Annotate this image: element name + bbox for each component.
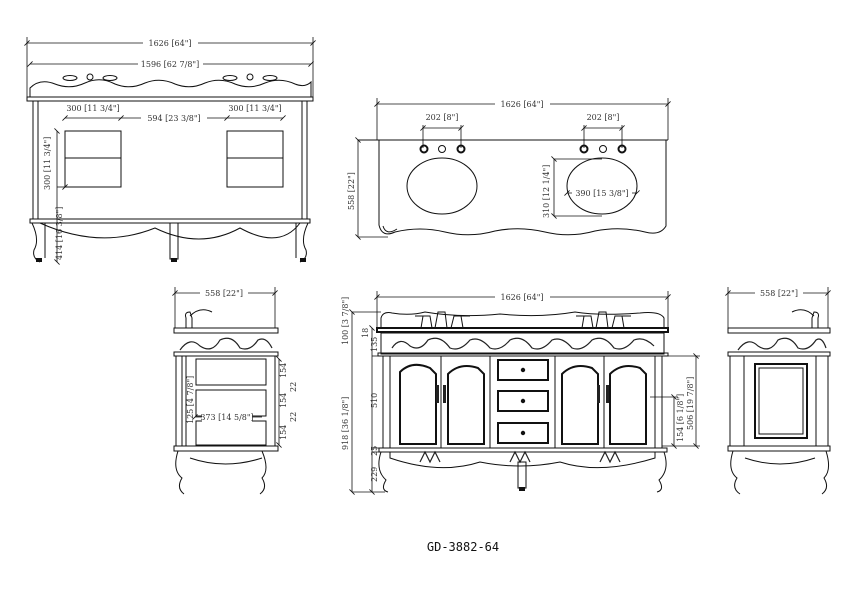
faucet-hole	[456, 144, 466, 154]
door-panel	[447, 365, 485, 445]
drawer-inner-depth-label: 373 [14 5/8"]	[200, 413, 253, 422]
faucet-icon	[791, 309, 819, 328]
door-panel	[609, 365, 647, 445]
sink-depth-label: 310 [12 1/4"]	[542, 165, 551, 218]
overall-width-label: 1626 [64"]	[500, 293, 543, 302]
cutout-width-right-label: 300 [11 3/4"]	[228, 104, 281, 113]
backsplash-height-label: 100 [3 7/8"]	[341, 297, 350, 345]
drawer-height-1-label: 154	[279, 363, 288, 378]
plinth-height-label: 25	[370, 446, 379, 456]
right-side-view: 558 [22"]	[725, 287, 831, 495]
cutout-gap-label: 594 [23 3/8"]	[147, 114, 200, 123]
front-view: 1626 [64"] 918 [36 1/8"]	[341, 291, 700, 495]
door-panel	[754, 363, 808, 439]
plumbing-cutout-left	[64, 130, 122, 188]
drawer-gap-1-label: 22	[289, 382, 298, 392]
drawer-knob	[520, 398, 526, 404]
sink-width-label: 390 [15 3/8"]	[575, 189, 628, 198]
faucet-hole	[579, 144, 589, 154]
carved-apron	[391, 337, 655, 350]
plumbing-cutout-right	[226, 130, 284, 188]
model-code: GD-3882-64	[427, 540, 499, 554]
top-view: 1626 [64"] 202 [8"] 202 [8"] 310 [12 1/4…	[347, 98, 671, 240]
faucet-spread-right-label: 202 [8"]	[587, 113, 620, 122]
faucet-left	[415, 311, 470, 329]
shelf-height-label: 154 [6 1/8"]	[676, 394, 685, 442]
drawer-knob	[520, 367, 526, 373]
door-handle	[606, 385, 609, 403]
sink-right	[566, 157, 638, 215]
drawer-height-2-label: 154	[279, 393, 288, 408]
drawer	[195, 358, 267, 386]
left-side-view: 558 [22"] 154 22 154 22 154 373 [14 5/8"…	[172, 287, 298, 495]
overall-height-label: 918 [36 1/8"]	[341, 397, 350, 450]
backsplash	[380, 311, 665, 328]
door-handle	[436, 385, 439, 403]
countertop	[376, 327, 669, 333]
faucet-hole	[419, 144, 429, 154]
drawer	[195, 420, 267, 446]
drawer	[497, 359, 549, 381]
overall-width-label: 1626 [64"]	[500, 100, 543, 109]
door-panel	[399, 363, 437, 445]
drawer	[497, 390, 549, 412]
cabinet-interior-height-label: 506 [19 7/8"]	[686, 377, 695, 430]
back-view: 1626 [64"] 1596 [62 7/8"] 300 [11 3/4"] …	[24, 37, 316, 265]
cutout-width-left-label: 300 [11 3/4"]	[66, 104, 119, 113]
drawer	[497, 422, 549, 444]
sink-left	[406, 157, 478, 215]
door-handle	[597, 385, 600, 403]
leg-height-label: 229	[370, 467, 379, 482]
countertop-outline	[378, 140, 667, 236]
faucet-right	[576, 311, 631, 329]
faucet-hole	[617, 144, 627, 154]
door-height-label: 510	[370, 393, 379, 408]
top-thickness-label: 18	[361, 328, 370, 338]
top-width-label: 1596 [62 7/8"]	[141, 60, 199, 69]
drawer-knob	[520, 430, 526, 436]
door-handle	[443, 385, 446, 403]
faucet-spread-left-label: 202 [8"]	[426, 113, 459, 122]
countertop-profile	[29, 79, 312, 97]
door-panel	[561, 365, 599, 445]
cutout-height-label: 300 [11 3/4"]	[43, 137, 52, 190]
overall-width-label: 1626 [64"]	[148, 39, 191, 48]
faucet-hole	[438, 145, 446, 153]
cutout-bottom-height-label: 414 [16 3/8"]	[55, 207, 64, 260]
faucet-icon	[185, 309, 213, 328]
apron-height-label: 135	[370, 337, 379, 352]
faucet-hole	[599, 145, 607, 153]
depth-label: 558 [22"]	[347, 172, 356, 210]
drawer-height-3-label: 154	[279, 425, 288, 440]
depth-label: 558 [22"]	[760, 289, 798, 298]
drawer-inner-height-label: 125 [4 7/8"]	[186, 376, 195, 424]
drawer-gap-2-label: 22	[289, 412, 298, 422]
depth-label: 558 [22"]	[205, 289, 243, 298]
